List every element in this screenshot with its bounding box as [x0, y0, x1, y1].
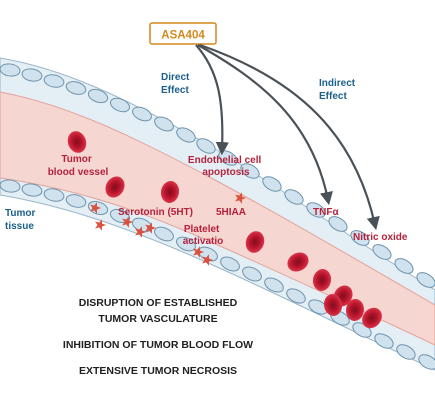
drug-name: ASA404	[161, 30, 205, 42]
endothelial-cell-icon	[350, 230, 370, 246]
endothelial-cell-icon	[65, 81, 87, 95]
outcome-disruption-line1: DISRUPTION OF ESTABLISHED	[79, 297, 238, 309]
tumor-tissue-label: Tumor tissue	[5, 208, 38, 232]
red-blood-cell-icon	[323, 294, 343, 316]
endothelial-cells-bottom	[0, 179, 435, 370]
endothelial-cell-icon	[286, 288, 306, 304]
platelet-icon	[145, 222, 156, 234]
outcome-disruption-line2: TUMOR VASCULATURE	[98, 313, 217, 325]
tnf-label: TNFα	[313, 207, 339, 218]
platelet-icon	[122, 216, 133, 228]
endothelial-cell-icon	[87, 88, 109, 104]
arrow-icon	[197, 44, 333, 206]
platelet-icon	[95, 219, 106, 231]
nitric-oxide-label: Nitric oxide	[353, 232, 408, 243]
effect-arrows	[195, 43, 380, 231]
platelet-activation-label: Platelet activatio	[183, 224, 224, 247]
endothelial-cell-icon	[176, 236, 196, 252]
endothelial-cell-icon	[262, 176, 282, 192]
direct-effect-label: Direct Effect	[161, 72, 192, 96]
endothelial-cell-icon	[109, 97, 131, 113]
endothelial-cell-icon	[132, 106, 152, 122]
blood-vessel	[0, 57, 435, 371]
platelet-icon	[235, 192, 246, 204]
red-blood-cell-icon	[362, 307, 382, 329]
red-blood-cells	[67, 131, 382, 329]
platelet-icon	[90, 202, 101, 214]
red-blood-cell-icon	[67, 131, 87, 153]
endothelial-apoptosis-label: Endothelial cell apoptosis	[188, 155, 264, 178]
endothelial-cell-icon	[242, 266, 262, 282]
endothelial-cell-icon	[0, 63, 21, 77]
endothelial-cell-icon	[154, 116, 174, 132]
endothelial-cell-icon	[220, 256, 240, 272]
platelets	[90, 192, 246, 266]
endothelial-cell-icon	[416, 272, 435, 288]
red-blood-cell-icon	[312, 269, 332, 291]
red-blood-cell-icon	[287, 252, 309, 272]
endothelial-cell-icon	[21, 183, 43, 197]
endothelial-cell-icon	[374, 333, 394, 349]
red-blood-cell-icon	[160, 181, 180, 203]
endothelial-cell-icon	[176, 127, 196, 143]
platelet-icon	[135, 226, 146, 238]
endothelial-cell-icon	[394, 258, 414, 274]
outcomes: DISRUPTION OF ESTABLISHED TUMOR VASCULAT…	[63, 297, 253, 377]
endothelial-cell-icon	[372, 244, 392, 260]
endothelial-cell-icon	[65, 194, 87, 208]
arrow-icon	[195, 44, 229, 156]
endothelial-cell-icon	[240, 163, 260, 179]
endothelial-cell-icon	[264, 277, 284, 293]
endothelial-cell-icon	[284, 189, 304, 205]
endothelial-cell-icon	[196, 138, 216, 154]
arrow-icon	[199, 43, 380, 231]
red-blood-cell-icon	[105, 176, 125, 198]
endothelial-cell-icon	[0, 179, 21, 193]
hiaa-label: 5HIAA	[216, 207, 246, 218]
outcome-necrosis: EXTENSIVE TUMOR NECROSIS	[79, 365, 237, 377]
endothelial-cell-icon	[396, 344, 416, 360]
endothelial-cell-icon	[418, 354, 435, 370]
serotonin-label: Serotonin (5HT)	[118, 207, 193, 218]
platelet-icon	[193, 246, 204, 258]
endothelial-cell-icon	[328, 216, 348, 232]
indirect-effect-label: Indirect Effect	[319, 78, 358, 102]
endothelial-cell-icon	[154, 226, 174, 242]
platelet-icon	[202, 254, 213, 266]
red-blood-cell-icon	[345, 299, 365, 321]
endothelial-cell-icon	[21, 68, 43, 82]
red-blood-cell-icon	[245, 231, 265, 253]
endothelial-cell-icon	[43, 188, 65, 202]
tumor-blood-vessel-label: Tumor blood vessel	[48, 154, 109, 178]
asa404-box: ASA404	[149, 22, 217, 45]
outcome-inhibition: INHIBITION OF TUMOR BLOOD FLOW	[63, 339, 253, 351]
endothelial-cell-icon	[43, 74, 65, 88]
endothelial-cells-top	[0, 63, 435, 288]
endothelial-cell-icon	[306, 202, 326, 218]
